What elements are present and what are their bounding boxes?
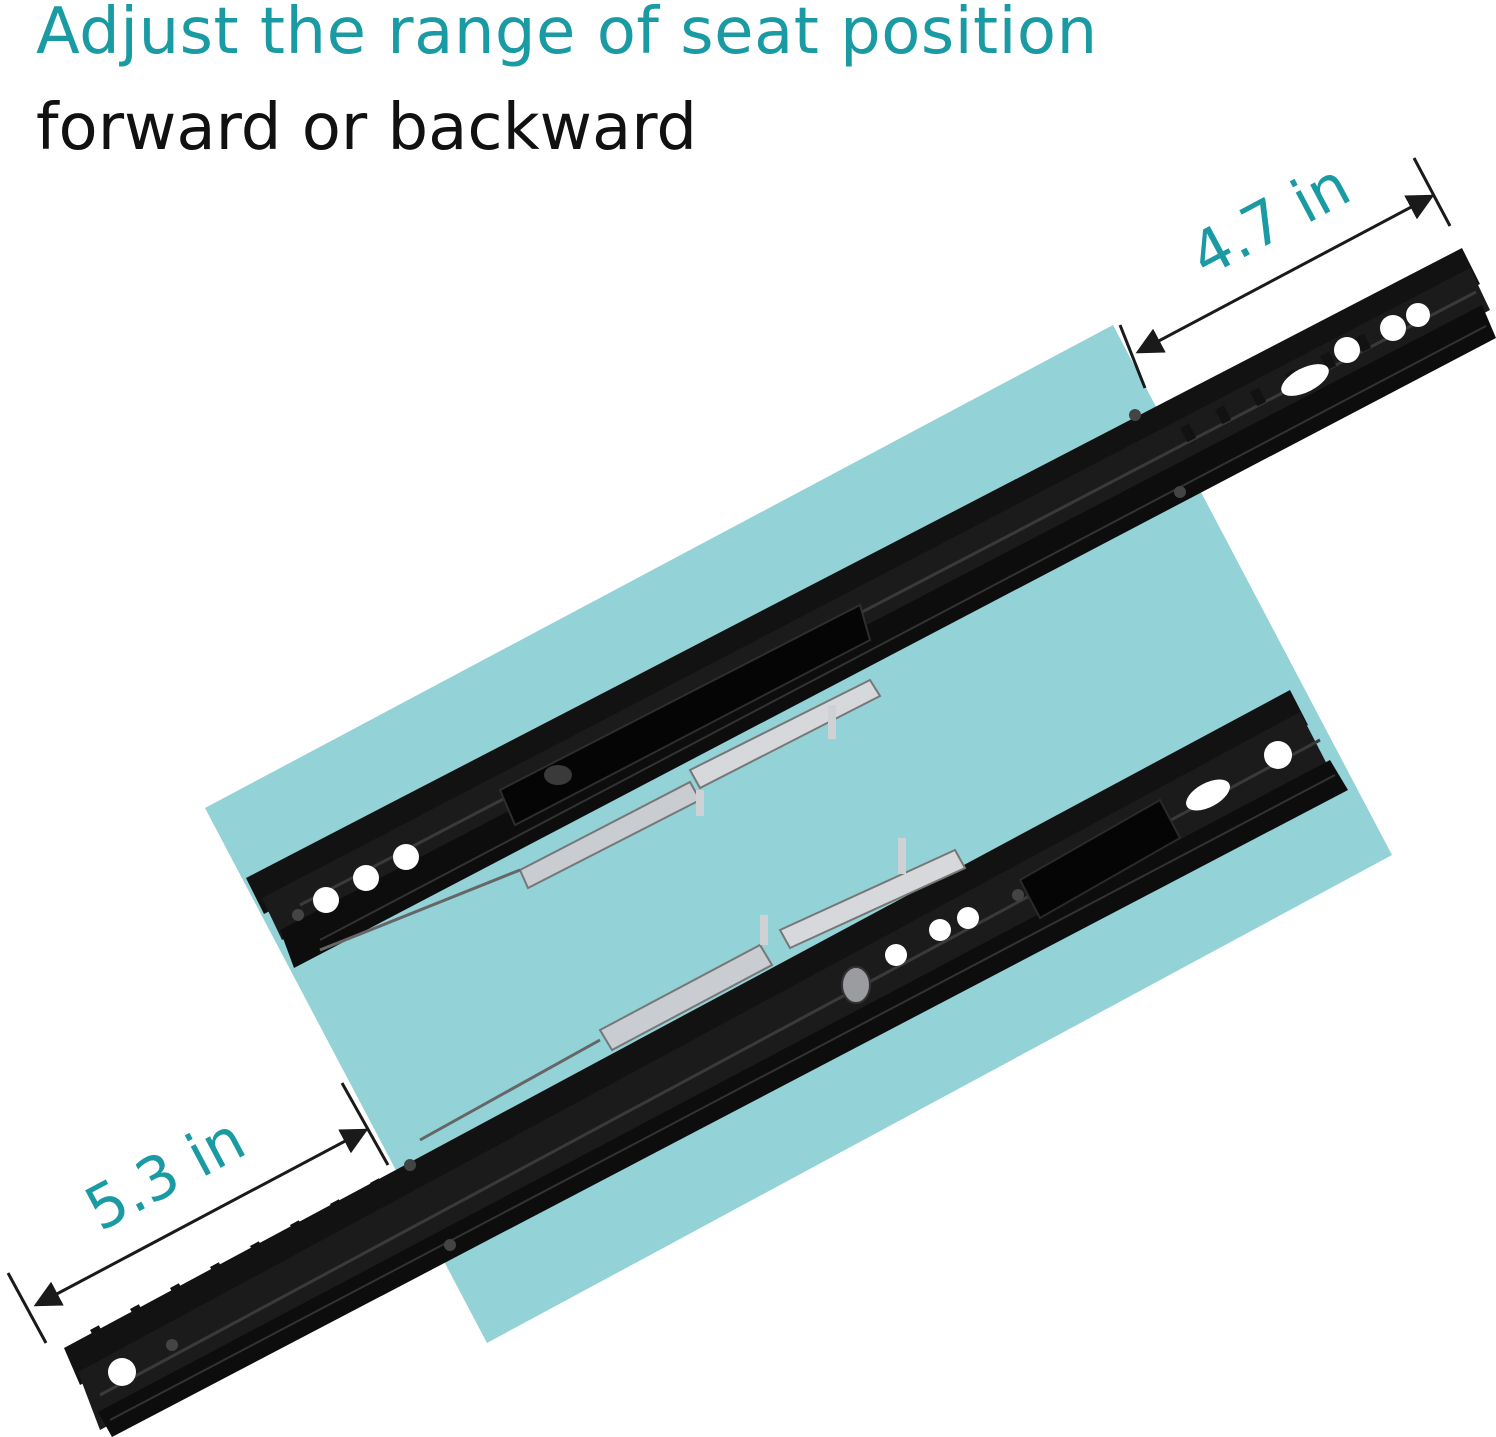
upper-extension-line-left [1118,324,1147,389]
lower-rail [64,690,1348,1437]
lower-dimension-arrow [33,1128,369,1307]
headline-subtitle: forward or backward [36,91,697,165]
lower-latch-hardware [419,838,967,1142]
backdrop-panel [205,325,1392,1343]
lower-dimension-label: 5.3 in [74,1104,256,1245]
headline-title: Adjust the range of seat position [36,0,1098,69]
upper-extension-line-right [1412,157,1452,227]
upper-dimension-label: 4.7 in [1179,150,1361,291]
upper-rail [246,248,1496,968]
upper-latch-hardware [319,678,882,952]
lower-extension-line-right [340,1082,390,1166]
upper-dimension-arrow [1135,194,1435,354]
lower-extension-line-left [6,1272,48,1344]
